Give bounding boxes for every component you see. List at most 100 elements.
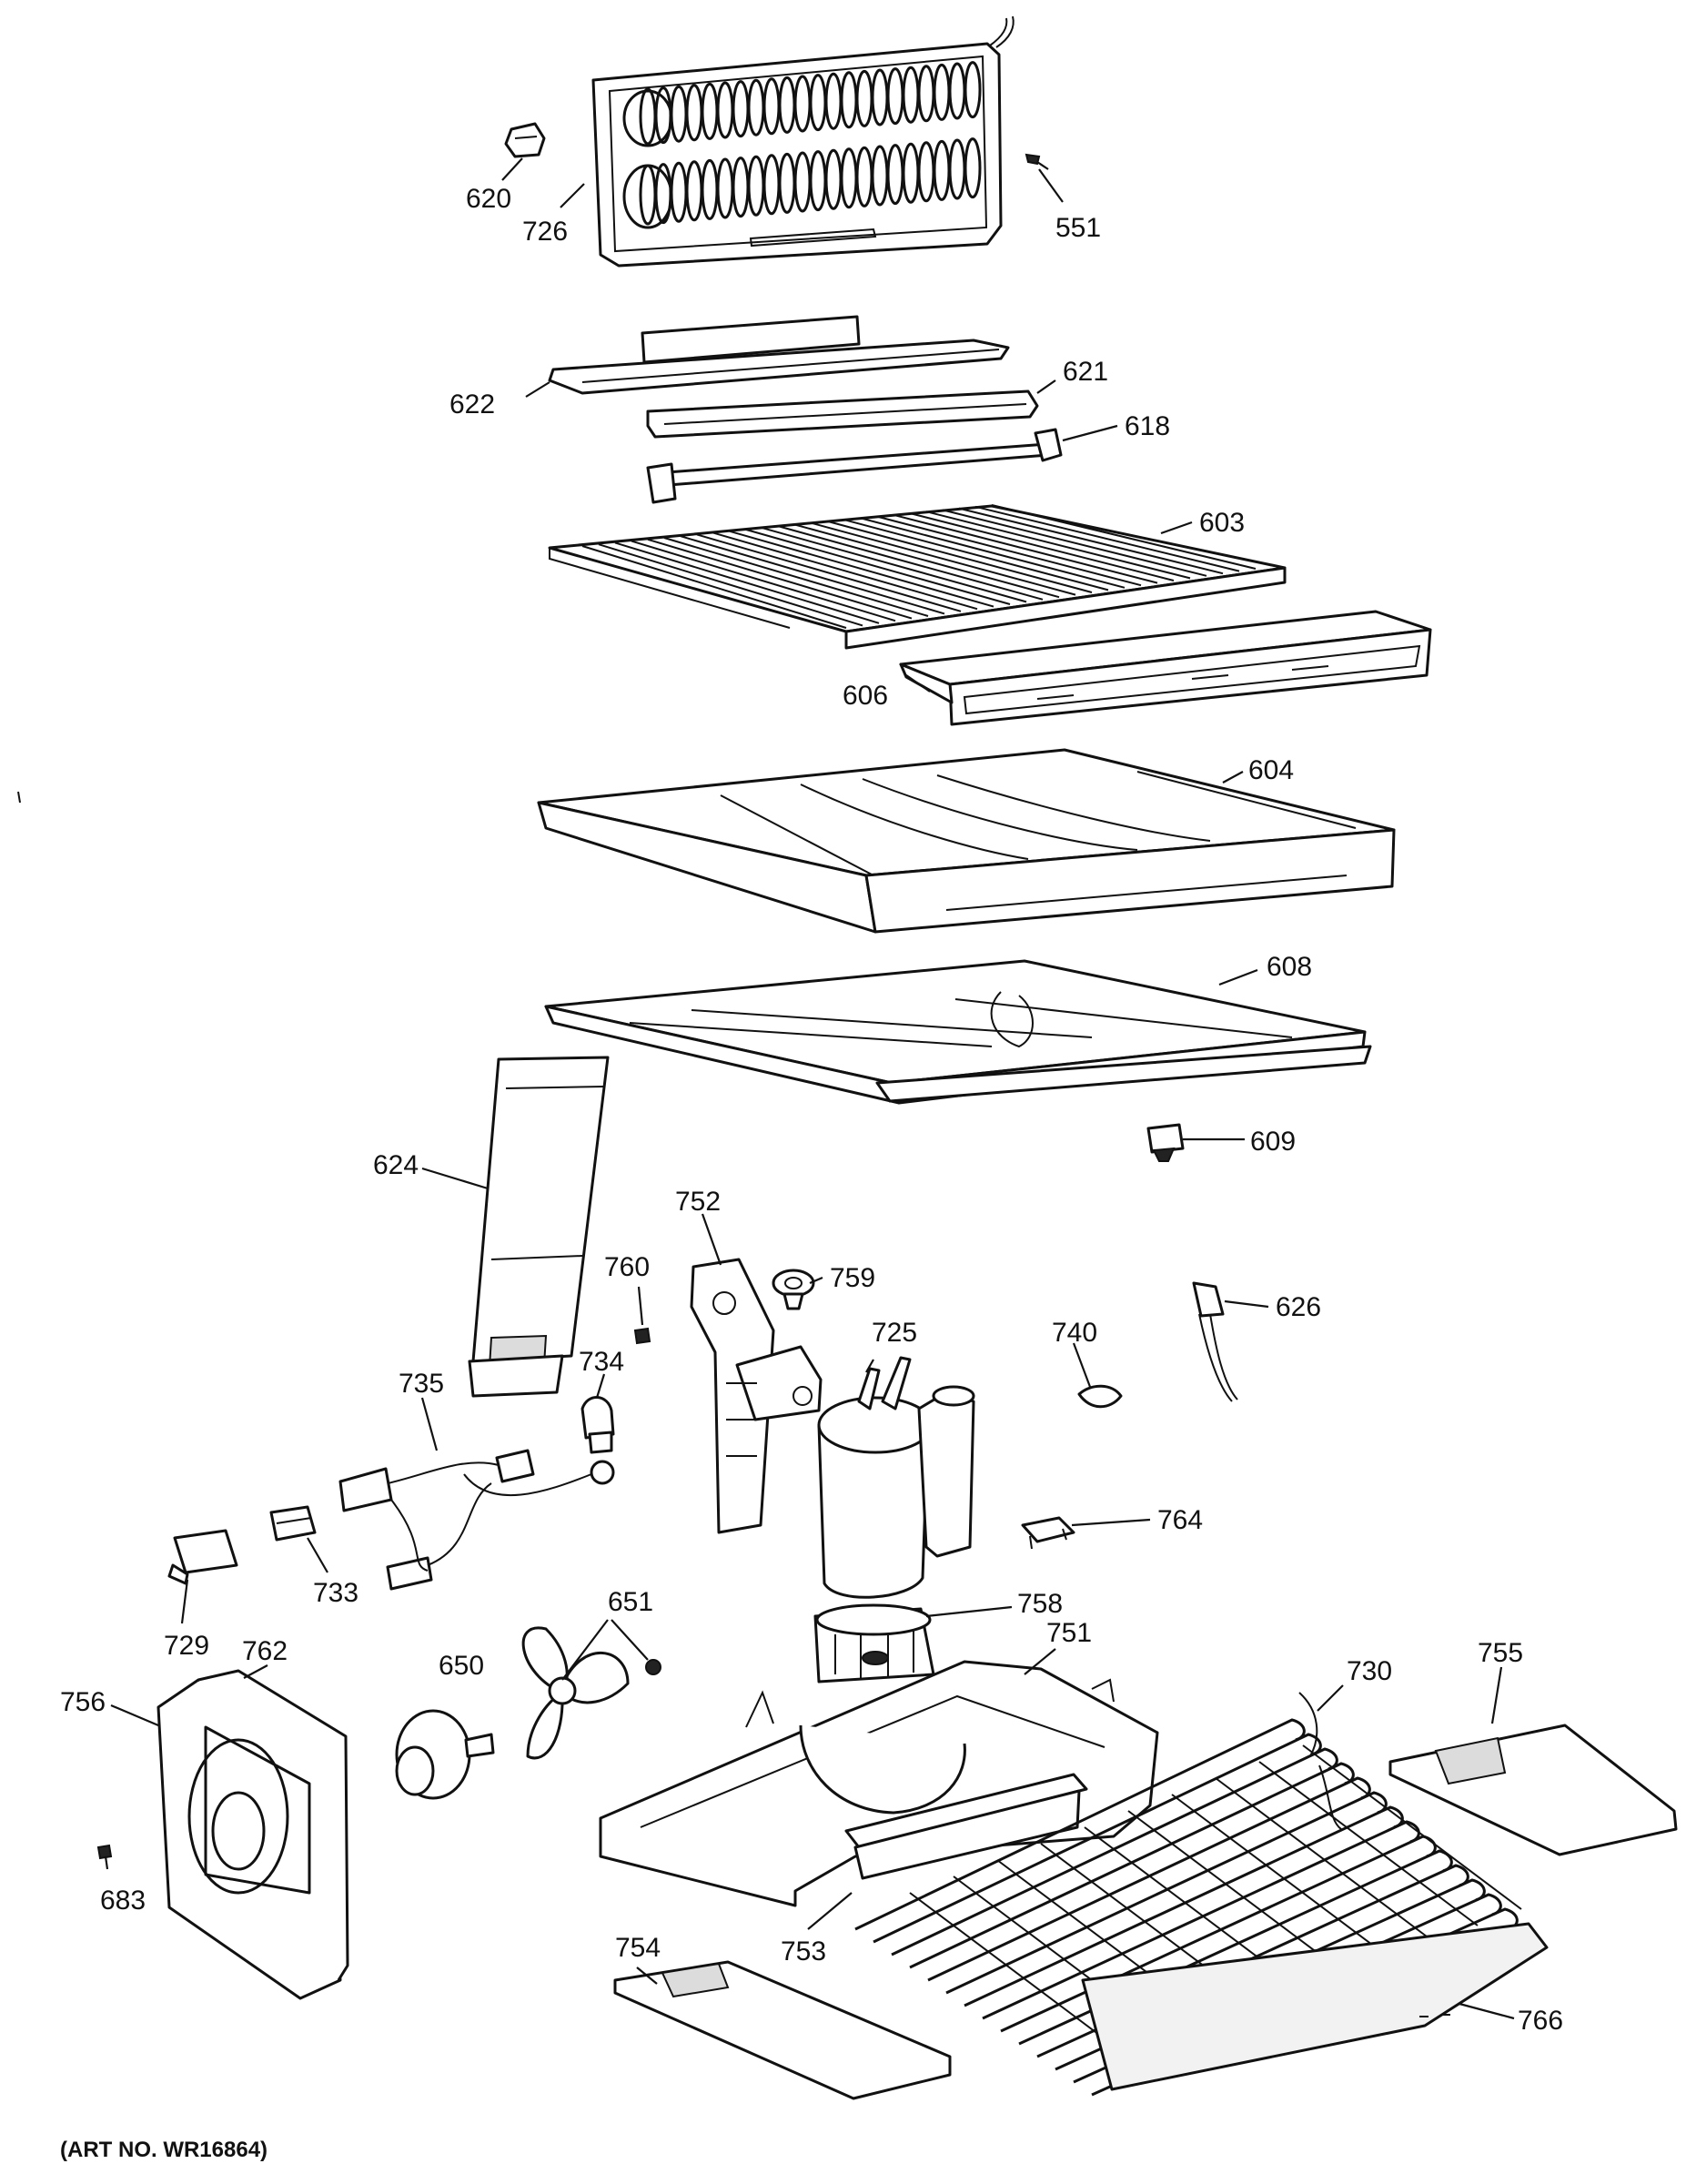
shelf-rib xyxy=(663,537,929,617)
part-604-separator xyxy=(537,748,1396,934)
shelf-rib xyxy=(631,540,896,622)
part-606-channel xyxy=(899,610,1432,726)
shelf-rib xyxy=(942,509,1207,577)
shelf-rib xyxy=(827,521,1093,593)
shelf-rib xyxy=(958,507,1224,575)
callout-730: 730 xyxy=(1347,1656,1392,1686)
coil-loop xyxy=(622,89,673,147)
callout-621: 621 xyxy=(1063,357,1108,387)
part-730-condenser xyxy=(854,1692,1522,2097)
part-683-screw xyxy=(96,1844,113,1870)
callout-609: 609 xyxy=(1250,1127,1296,1157)
callout-683: 683 xyxy=(100,1886,146,1916)
callout-760: 760 xyxy=(604,1252,650,1282)
callout-758: 758 xyxy=(1017,1589,1063,1619)
shelf-rib xyxy=(762,527,1027,603)
callout-753: 753 xyxy=(781,1936,826,1967)
callout-755: 755 xyxy=(1478,1638,1523,1668)
part-626-cord xyxy=(1192,1281,1238,1402)
part-758-mount xyxy=(813,1603,935,1684)
part-651-fan-blade xyxy=(521,1626,661,1760)
callout-726: 726 xyxy=(522,217,568,247)
condenser-wire xyxy=(1127,1810,1348,1976)
part-622-cover xyxy=(548,315,1010,395)
coil-loop xyxy=(622,164,673,229)
part-740-overload xyxy=(1077,1384,1123,1409)
part-755-pad xyxy=(1388,1724,1678,1856)
condenser-wire xyxy=(1215,1777,1435,1943)
part-733-switch xyxy=(269,1505,317,1542)
part-759-grommet xyxy=(772,1269,815,1310)
shelf-rib xyxy=(680,535,945,615)
coil-loop xyxy=(964,61,982,119)
shelf-rib xyxy=(581,545,847,629)
shelf-rib xyxy=(794,523,1060,599)
art-number: (ART NO. WR16864) xyxy=(60,2138,268,2162)
shelf-rib xyxy=(860,517,1126,589)
condenser-wire xyxy=(1302,1744,1522,1910)
shelf-rib xyxy=(598,543,863,627)
callout-751: 751 xyxy=(1046,1618,1092,1648)
part-726-evaporator xyxy=(591,15,1015,268)
stray-mark xyxy=(1419,2014,1450,2017)
callout-733: 733 xyxy=(313,1578,358,1608)
part-751-base xyxy=(599,1660,1159,1907)
shelf-rib xyxy=(778,525,1044,601)
shelf-rib xyxy=(745,529,1011,605)
shelf-rib xyxy=(893,513,1158,584)
part-650-motor xyxy=(395,1709,495,1800)
callout-labels: 620 726 551 622 621 618 603 606 604 608 … xyxy=(60,184,1563,2036)
callout-729: 729 xyxy=(164,1631,209,1661)
part-760-screw xyxy=(633,1327,651,1345)
part-609-damper xyxy=(1146,1123,1185,1162)
callout-764: 764 xyxy=(1157,1505,1203,1535)
stray-mark xyxy=(17,791,21,804)
callout-551: 551 xyxy=(1055,213,1101,243)
part-754-pad xyxy=(613,1960,952,2100)
leader-lines xyxy=(110,157,1515,2020)
shelf-rib xyxy=(974,505,1240,572)
part-621-bracket xyxy=(646,389,1039,439)
callout-735: 735 xyxy=(399,1369,444,1399)
shelf-rib xyxy=(696,533,962,612)
shelf-rib xyxy=(876,515,1142,587)
callout-725: 725 xyxy=(872,1318,917,1348)
part-752-bracket xyxy=(690,1258,823,1534)
part-618-heater xyxy=(646,428,1063,504)
callout-622: 622 xyxy=(449,389,495,420)
shelf-rib xyxy=(729,530,994,608)
callout-766: 766 xyxy=(1518,2006,1563,2036)
condenser-wire xyxy=(909,1892,1129,2058)
callout-626: 626 xyxy=(1276,1292,1321,1322)
shelf-rib xyxy=(909,512,1175,581)
shelf-rib xyxy=(811,521,1076,596)
part-551-screw xyxy=(1025,153,1049,170)
callout-620: 620 xyxy=(466,184,511,214)
callout-651: 651 xyxy=(608,1587,653,1617)
shelf-rib xyxy=(843,519,1109,592)
part-608-pan xyxy=(544,959,1372,1105)
callout-603: 603 xyxy=(1199,508,1245,538)
callout-762: 762 xyxy=(242,1636,288,1666)
coil-loop xyxy=(964,137,982,199)
shelf-rib xyxy=(614,541,880,624)
callout-618: 618 xyxy=(1125,411,1170,441)
part-603-shelf xyxy=(548,504,1287,650)
callout-606: 606 xyxy=(843,681,888,711)
shelf-rib xyxy=(991,504,1257,570)
callout-624: 624 xyxy=(373,1150,419,1180)
callout-752: 752 xyxy=(675,1187,721,1217)
part-735-harness xyxy=(338,1449,615,1591)
part-725-compressor xyxy=(817,1356,975,1599)
part-620-clip xyxy=(504,122,546,158)
condenser-wire xyxy=(1258,1761,1479,1926)
callout-650: 650 xyxy=(439,1651,484,1681)
part-764-relay xyxy=(1021,1516,1075,1550)
shelf-rib xyxy=(712,531,978,611)
condenser-wire xyxy=(1171,1794,1391,1959)
shelf-rib xyxy=(925,511,1191,580)
callout-740: 740 xyxy=(1052,1318,1097,1348)
part-734-thermostat xyxy=(580,1396,615,1454)
callout-754: 754 xyxy=(615,1933,661,1963)
callout-608: 608 xyxy=(1267,952,1312,982)
